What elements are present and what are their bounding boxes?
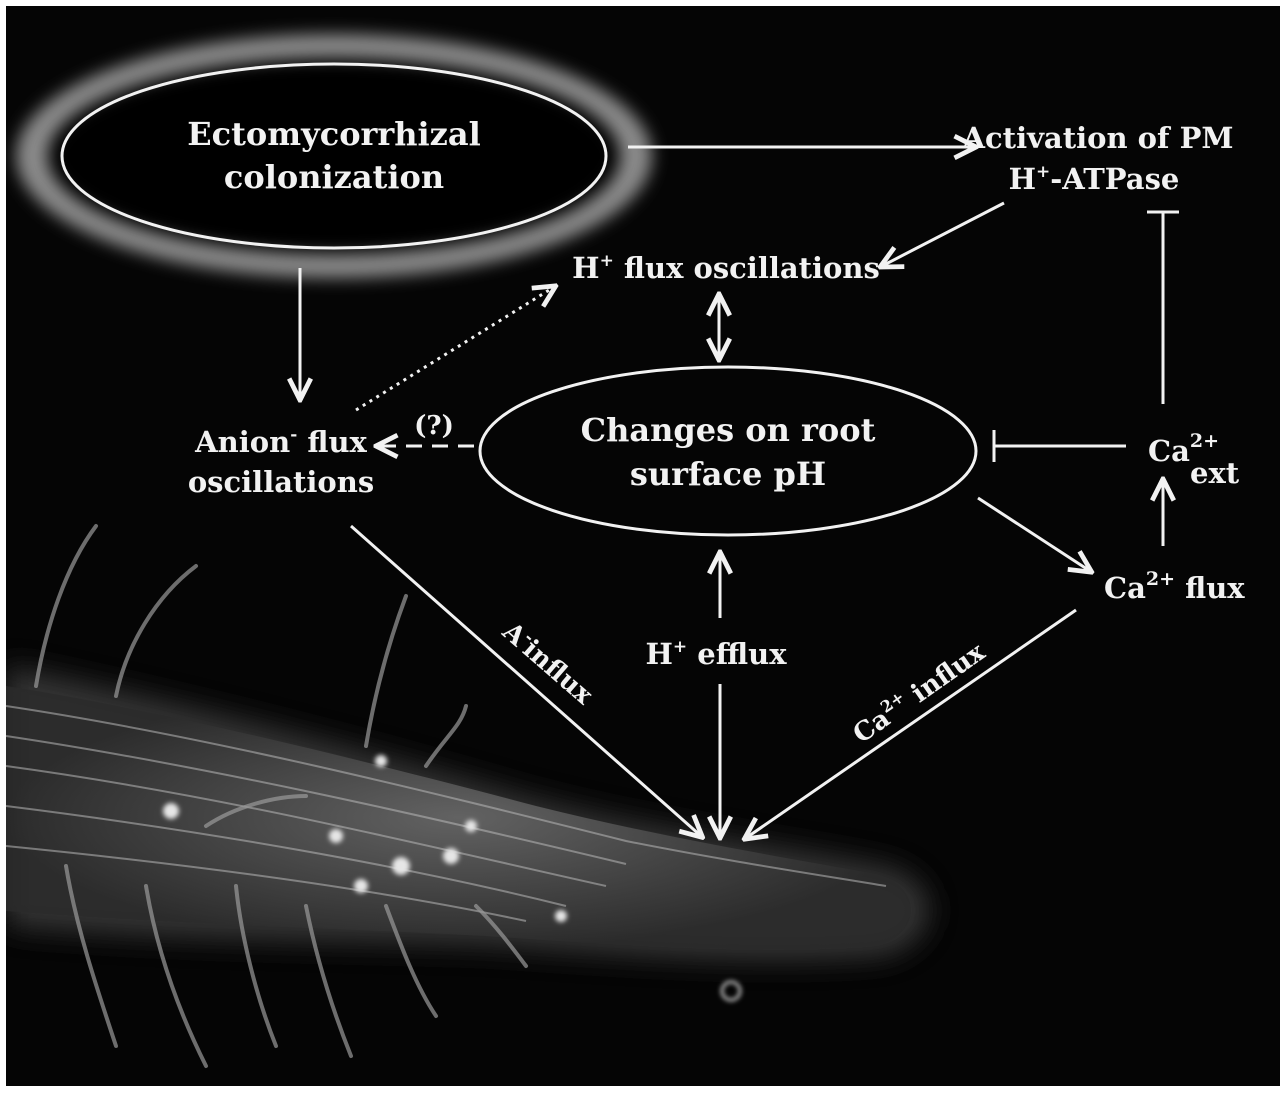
hefflux-node: H+ efflux [646, 637, 788, 671]
pm-h: H [1009, 162, 1036, 196]
caflux-base: Ca [1104, 571, 1146, 605]
pm-sup: + [1036, 162, 1050, 182]
hflux-node: H+ flux oscillations [572, 251, 880, 285]
ca-influx-rest: influx [899, 637, 991, 714]
ecto-node: Ectomycorrhizal colonization [16, 34, 652, 278]
pm-node: Activation of PM H+-ATPase [962, 121, 1234, 196]
ecto-label-line2: colonization [224, 158, 444, 196]
ph-label-line1: Changes on root [581, 411, 876, 449]
caflux-label: Ca2+ flux [1104, 568, 1245, 605]
a-influx-label: A-influx [496, 614, 601, 711]
hefflux-sup: + [673, 637, 687, 657]
pm-rest: -ATPase [1050, 162, 1179, 196]
caflux-node: Ca2+ flux [1104, 568, 1245, 605]
anion-label-line1: Anion- flux [194, 425, 367, 459]
anion-node: Anion- flux oscillations [188, 425, 374, 499]
caflux-rest: flux [1175, 571, 1245, 605]
caext-sup: 2+ [1190, 430, 1219, 452]
arrow-anion-to-hflux-dotted [356, 287, 554, 410]
ecto-label-line1: Ectomycorrhizal [187, 115, 480, 153]
question-label: (?) [414, 411, 454, 441]
hefflux-h: H [646, 637, 673, 671]
hefflux-label: H+ efflux [646, 637, 788, 671]
caflux-sup: 2+ [1146, 568, 1175, 590]
hflux-h: H [572, 251, 599, 285]
ph-label-line2: surface pH [630, 455, 826, 493]
hflux-label: H+ flux oscillations [572, 251, 880, 285]
anion-b: flux [297, 425, 367, 459]
diagram-canvas: Ectomycorrhizal colonization Changes on … [6, 6, 1280, 1086]
arrow-pm-to-hflux [882, 203, 1004, 266]
root-photo [6, 526, 929, 1066]
anion-a: Anion [194, 425, 290, 459]
ca-influx-label: Ca2+ influx [846, 635, 991, 750]
hflux-rest: flux oscillations [614, 251, 880, 285]
hflux-sup: + [600, 251, 614, 271]
pm-label-line1: Activation of PM [962, 121, 1234, 155]
pm-label-line2: H+-ATPase [1009, 162, 1180, 196]
anion-sup: - [290, 425, 297, 445]
arrow-ph-to-caflux [978, 498, 1090, 571]
arrow-caflux-to-root [746, 610, 1076, 838]
caext-base: Ca [1148, 434, 1190, 468]
caext-sub: ext [1190, 456, 1240, 490]
hefflux-rest: efflux [687, 637, 787, 671]
ph-node: Changes on root surface pH [480, 367, 976, 535]
anion-label-line2: oscillations [188, 465, 374, 499]
a-influx-b: influx [517, 634, 599, 711]
diagram-frame: Ectomycorrhizal colonization Changes on … [6, 6, 1280, 1086]
